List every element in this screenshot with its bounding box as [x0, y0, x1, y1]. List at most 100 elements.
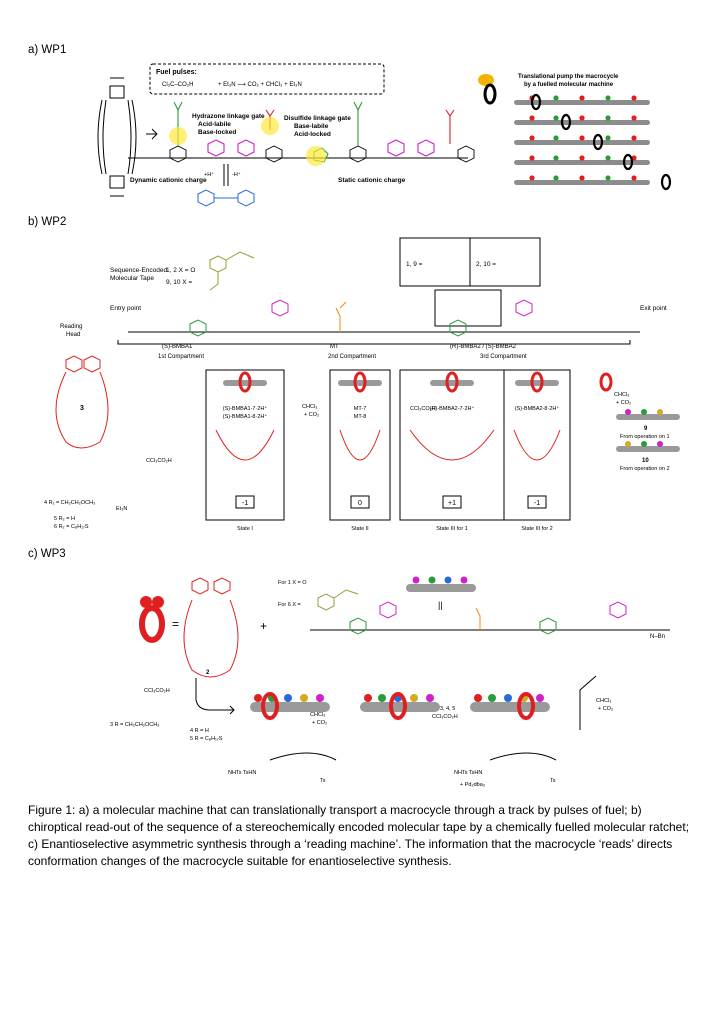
state-complex-label: (S)-BMBA1-7·2H⁺	[223, 405, 268, 412]
wp2-figure: Sequence-Encoded Molecular Tape 1, 2 X =…	[44, 237, 680, 532]
track-step	[470, 692, 550, 720]
olive-group	[209, 251, 255, 291]
state-label: State I	[237, 526, 253, 532]
compound-5: 5 R₂ = H	[54, 516, 75, 522]
wp3-figure: = 2 + For 1 X = O For 6 X = || N–Bn CCl₃…	[110, 576, 670, 788]
plus-sign: +	[260, 619, 267, 633]
gate2-line1: Disulfide linkage gate	[284, 115, 351, 122]
pump-title-2: by a fuelled molecular machine	[524, 82, 614, 88]
macrocycle-2	[183, 577, 239, 678]
compound-3-c: 3 R = CH₂CH₂OCH₃	[110, 722, 159, 728]
ccl3-reagent-2: CCl₃CO₂H	[410, 406, 436, 412]
orange-mt	[335, 301, 347, 332]
tape-12: 1, 2 X = O	[166, 267, 195, 274]
wp1-figure: Fuel pulses: Cl₃C–CO₂H + Et₃N ⟶ CO₂ + CH…	[97, 63, 672, 207]
et3n: Et₃N	[116, 506, 127, 512]
pump-track	[514, 133, 650, 151]
fuel-equation: + Et₃N ⟶ CO₂ + CHCl₃ + Et₃N	[218, 82, 302, 88]
chcl3-3: CHCl₃	[614, 392, 629, 398]
chcl3-c4: + CO₂	[598, 706, 613, 712]
comp3-label: 3rd Compartment	[480, 354, 527, 360]
nhts-2: NHTs TsHN	[454, 770, 482, 776]
state-complex-label: (R)-BMBA2-7·2H⁺	[430, 405, 475, 412]
comp2: MT	[330, 344, 339, 350]
chcl3-c2: + CO₂	[312, 720, 327, 726]
tape-title-1: Sequence-Encoded	[110, 267, 167, 274]
track-mini: ||	[406, 576, 476, 610]
box-label-2: 2, 10 =	[476, 261, 496, 268]
yellow-highlight	[261, 117, 279, 135]
exit-arrow	[579, 675, 597, 730]
for-1: For 1 X = O	[278, 580, 307, 586]
arrow-down	[195, 678, 235, 715]
catalysis-arrow-2	[489, 752, 557, 761]
state-complex-label: MT-8	[354, 414, 367, 420]
state-label: State II	[351, 526, 369, 532]
macrocycle-icon	[139, 596, 165, 643]
compound-6: 6 R₂ = C₈H₁₇S	[54, 524, 89, 530]
green-compartments	[189, 319, 467, 337]
reagents-2: CCl₃CO₂H	[432, 714, 458, 720]
comp1-label: 1st Compartment	[158, 354, 204, 360]
ccl3-c: CCl₃CO₂H	[144, 688, 170, 694]
pump-title-1: Translational pump the macrocycle	[518, 74, 619, 80]
comp1: (S)-BMBA1	[162, 344, 193, 350]
n-bn: N–Bn	[650, 634, 665, 640]
orange-unit-c	[475, 607, 481, 630]
nhts-1: NHTs TsHN	[228, 770, 256, 776]
dynamic-charge: Dynamic cationic charge	[130, 177, 207, 184]
yellow-highlight	[169, 127, 187, 145]
state-charge: 0	[358, 500, 362, 507]
gate1-line3: Base-locked	[198, 129, 236, 136]
tape-910: 9, 10 X =	[166, 279, 192, 286]
product-10-note: From operation on 2	[620, 466, 670, 472]
reading-head-1: Reading	[60, 324, 82, 330]
compound-2: 2	[206, 670, 210, 676]
state-charge: +1	[448, 500, 456, 507]
compound-3: 3	[80, 405, 84, 412]
equals-sign: =	[172, 617, 179, 631]
olive-group-c	[317, 589, 359, 611]
comp2-label: 2nd Compartment	[328, 354, 376, 360]
parallel-sign: ||	[438, 600, 443, 610]
pump-tracks	[514, 93, 672, 191]
chcl3-4: + CO₂	[616, 400, 631, 406]
section-b-label: b) WP2	[28, 216, 67, 228]
state-complex-label: (S)-BMBA2-8·2H⁺	[515, 405, 560, 412]
static-charge: Static cationic charge	[338, 177, 406, 184]
state-label: State III for 1	[436, 526, 468, 532]
ts-2: Ts	[550, 778, 556, 784]
pump-track	[514, 93, 650, 111]
state-charge: -1	[242, 500, 248, 507]
section-c-label: c) WP3	[28, 548, 66, 560]
comp3: (R)-BMBA2 / (S)-BMBA2	[450, 344, 517, 350]
pump-track	[514, 153, 650, 171]
fuel-title: Fuel pulses:	[156, 69, 197, 76]
figure-caption: Figure 1: a) a molecular machine that ca…	[28, 803, 690, 868]
catalysis-arrow-1	[269, 752, 337, 761]
blue-cation	[197, 189, 255, 207]
entry-point: Entry point	[110, 305, 141, 312]
section-a-label: a) WP1	[28, 44, 67, 56]
track-step	[360, 692, 440, 720]
compound-4: 4 R₁ = CH₂CH₂OCH₃	[44, 500, 95, 506]
state-complex-label: MT-7	[354, 406, 367, 412]
reading-head-2: Head	[66, 332, 80, 338]
chcl3-1: CHCl₃	[302, 404, 317, 410]
reagents-1: 3, 4, 5	[440, 706, 455, 712]
pump-track	[514, 113, 650, 131]
equilibrium-arrows	[223, 164, 229, 186]
compound-4-c: 4 R = H	[190, 728, 209, 734]
product-10: 10	[642, 458, 649, 464]
state-label: State III for 2	[521, 526, 553, 532]
pd-reagent: + Pd₂dba₃	[460, 782, 485, 788]
ccl3-reagent: CCl₃CO₂H	[146, 458, 172, 464]
crown-macrocycle	[97, 77, 137, 197]
yellow-highlight	[306, 146, 326, 166]
magenta-units-c	[379, 601, 627, 619]
green-units-c	[349, 617, 557, 635]
